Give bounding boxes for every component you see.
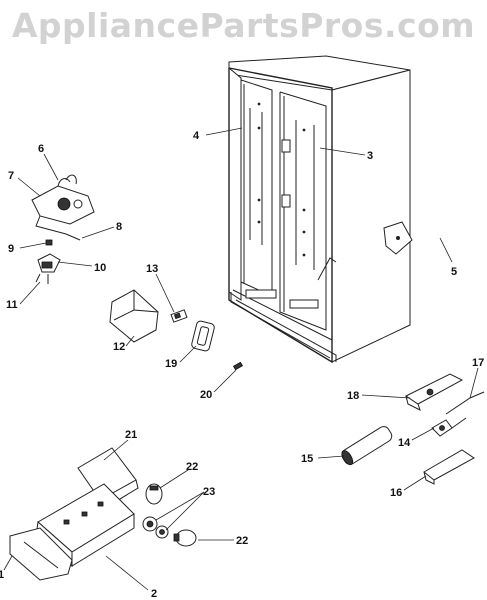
callout-11: 11: [6, 299, 18, 311]
callout-17: 17: [472, 357, 484, 369]
callout-10: 10: [94, 262, 106, 274]
callout-13: 13: [146, 263, 158, 275]
callout-3: 3: [367, 150, 373, 162]
part-13-socket: [170, 309, 188, 323]
callout-23: 23: [203, 486, 215, 498]
callout-21: 21: [125, 429, 137, 441]
filter-assembly: [341, 373, 485, 485]
leader-lines: [3, 127, 479, 591]
callout-22-upper: 22: [186, 461, 198, 473]
callout-14: 14: [398, 437, 411, 449]
callout-6: 6: [38, 143, 44, 155]
control-assembly: [31, 174, 95, 284]
callout-16: 16: [390, 487, 402, 499]
callout-20: 20: [200, 389, 212, 401]
callout-5: 5: [451, 266, 457, 278]
refrigerator-cabinet: [228, 55, 413, 364]
callout-19: 19: [165, 358, 177, 370]
callout-1: 1: [0, 569, 4, 581]
callout-15: 15: [301, 453, 313, 465]
callout-7: 7: [8, 170, 14, 182]
callout-18: 18: [347, 390, 359, 402]
callout-22-lower: 22: [236, 535, 248, 547]
callout-2: 2: [151, 588, 157, 600]
callout-8: 8: [116, 221, 122, 233]
watermark-text: AppliancePartsPros.com: [11, 6, 476, 45]
callout-12: 12: [113, 341, 125, 353]
part-19-bezel: [191, 320, 215, 352]
callout-labels: 1 2 3 4 5 6 7 8 9 10 11 12 13 14 15 16 1…: [0, 130, 484, 600]
light-assembly: [9, 447, 197, 581]
callout-4: 4: [193, 130, 200, 142]
part-20-screw: [232, 361, 244, 371]
part-12-housing: [109, 289, 159, 343]
callout-9: 9: [8, 243, 14, 255]
